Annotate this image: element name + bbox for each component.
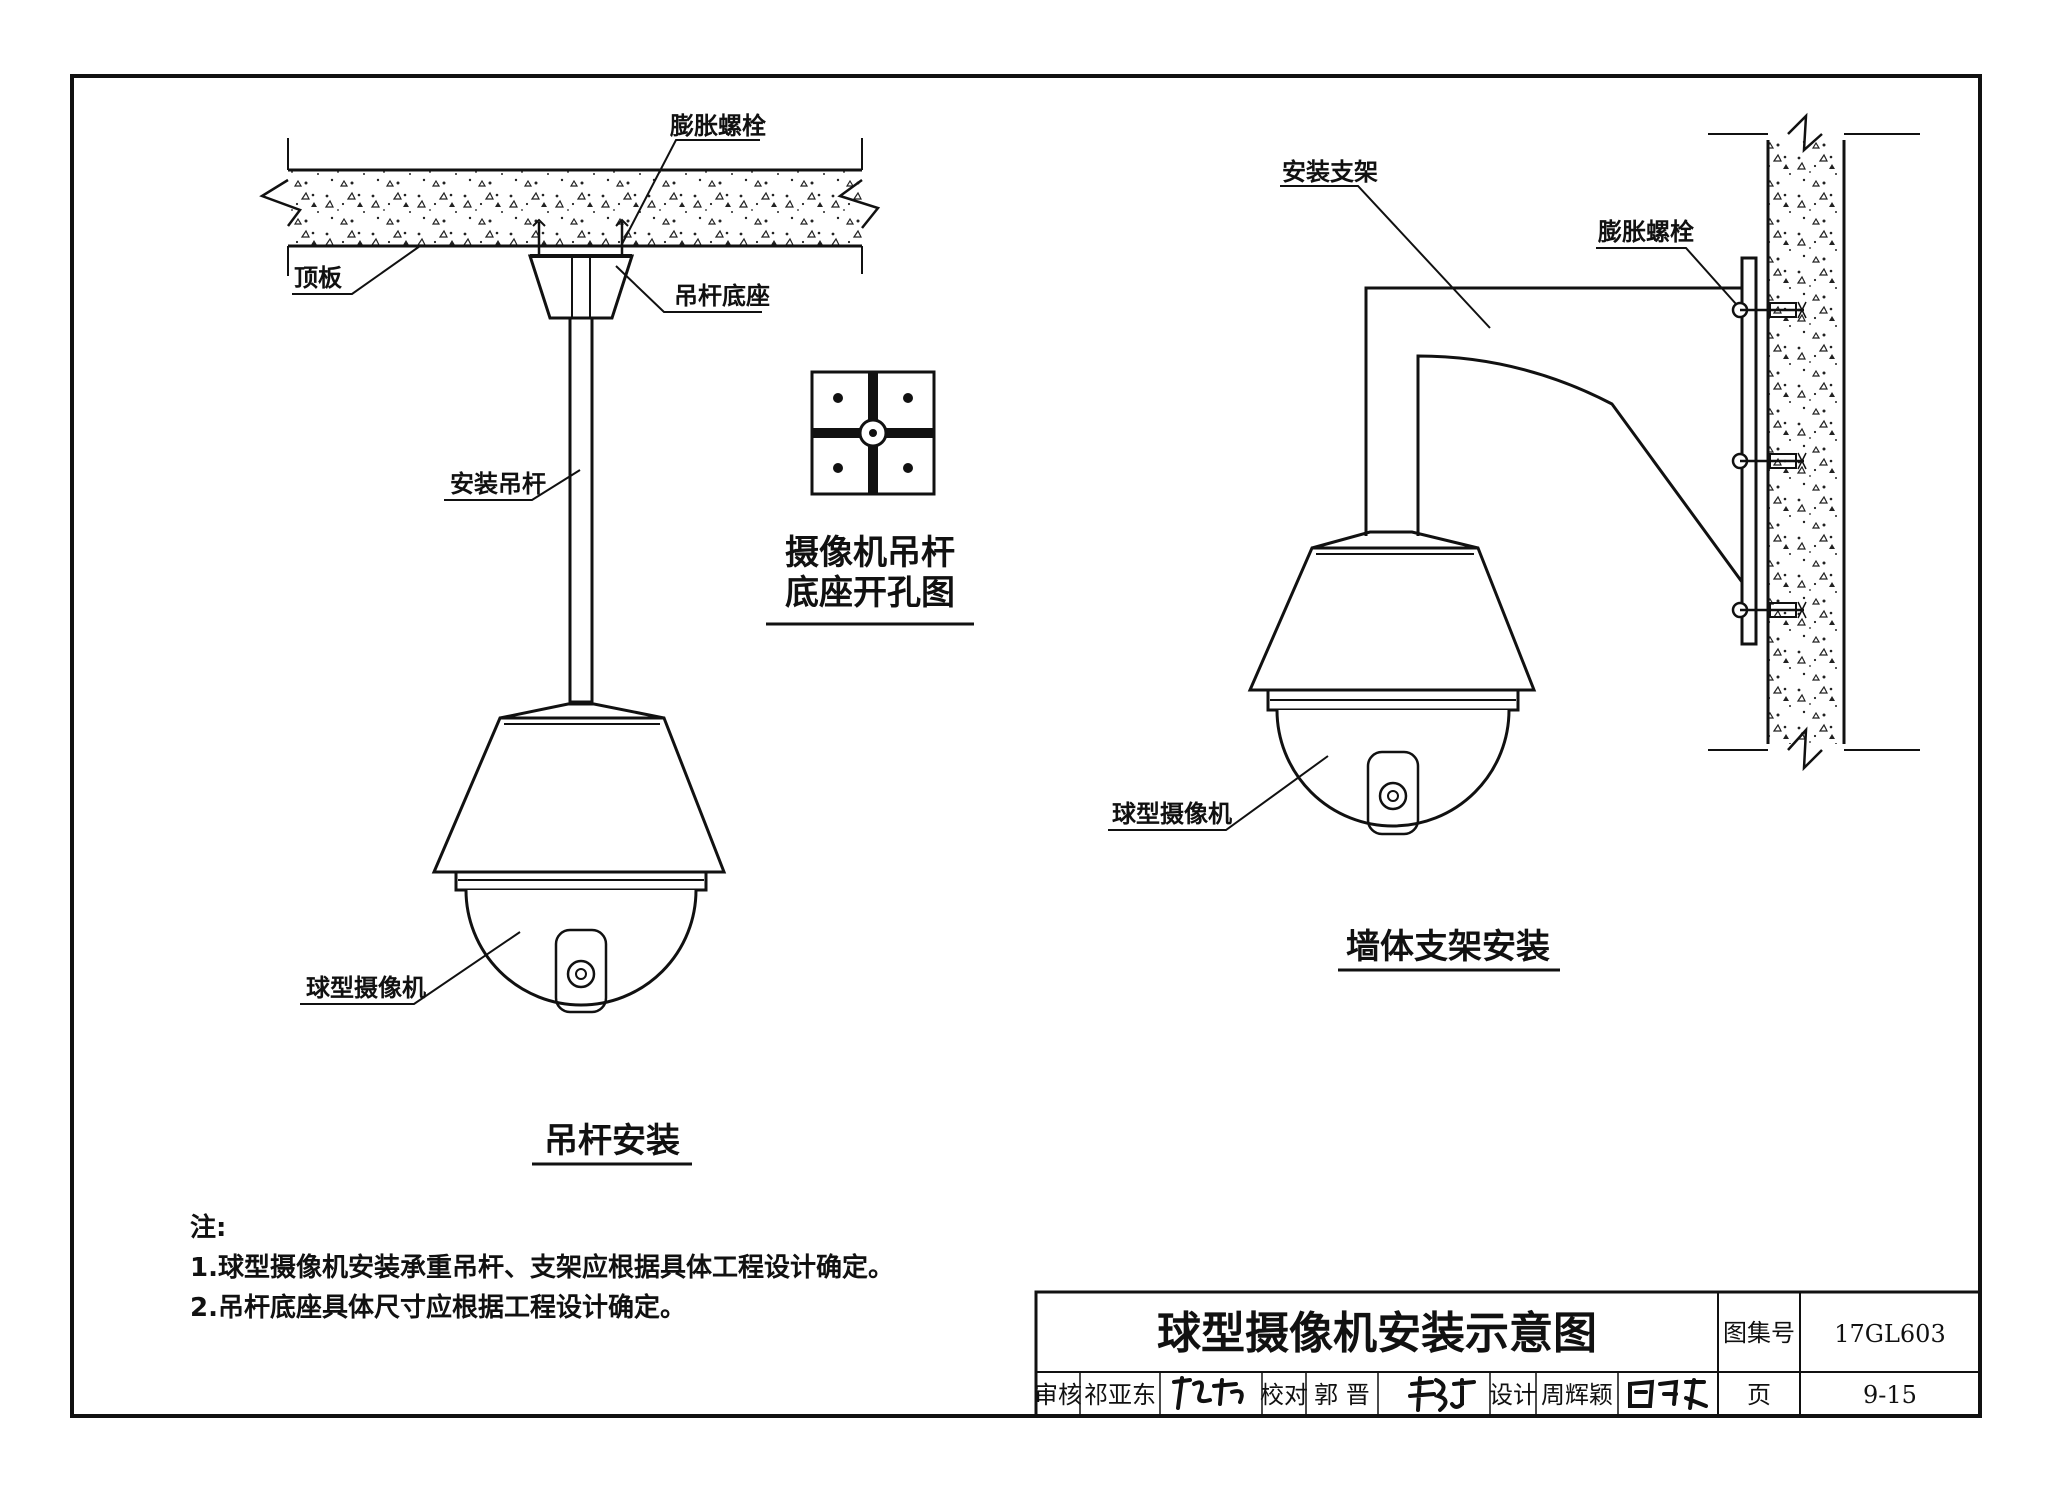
label-dome-camera-left: 球型摄像机	[306, 974, 426, 1002]
leader-mount-bracket	[1280, 185, 1491, 329]
wall-bracket-arm	[1364, 286, 1744, 583]
design-label: 设计	[1489, 1381, 1537, 1409]
base-hole-plan	[766, 370, 974, 626]
note-item-2: 2.吊杆底座具体尺寸应根据工程设计确定。	[190, 1292, 686, 1323]
drawing-title: 球型摄像机安装示意图	[1157, 1308, 1597, 1359]
leader-dome-camera-left	[300, 931, 521, 1005]
leader-ceiling-slab	[292, 245, 421, 295]
break-symbol-bottom	[1787, 726, 1823, 772]
wall-bolt-1	[1731, 301, 1807, 319]
break-symbol-top	[1787, 112, 1823, 153]
caption-wall-install: 墙体支架安装	[1346, 927, 1550, 967]
atlas-number: 17GL603	[1834, 1320, 1945, 1348]
mount-rod	[568, 316, 594, 704]
label-dome-camera-right: 球型摄像机	[1112, 800, 1232, 828]
label-mount-bracket: 安装支架	[1282, 158, 1378, 186]
rod-install-drawing	[259, 138, 881, 1014]
review-label: 审核	[1034, 1381, 1082, 1409]
note-item-1: 1.球型摄像机安装承重吊杆、支架应根据具体工程设计确定。	[190, 1252, 894, 1283]
leader-mount-rod	[444, 469, 581, 501]
notes-heading: 注:	[190, 1212, 226, 1243]
camera-lens-right	[1378, 781, 1408, 811]
wall-bolt-2	[1731, 452, 1807, 470]
page-number: 9-15	[1863, 1381, 1917, 1409]
wall-section	[1768, 140, 1844, 744]
camera-housing-left	[431, 716, 727, 874]
sheet-border	[70, 74, 1982, 1418]
leader-rod-base	[615, 265, 762, 313]
camera-lens-housing-left	[554, 928, 608, 1014]
signature-checker	[1408, 1376, 1476, 1412]
base-bolt-hole-2	[903, 393, 913, 403]
label-ceiling-slab: 顶板	[294, 264, 343, 292]
signature-reviewer	[1172, 1376, 1244, 1410]
wall-bolt-3	[1731, 601, 1807, 619]
leader-expansion-bolt	[621, 139, 760, 245]
reviewer-name: 祁亚东	[1084, 1381, 1156, 1409]
label-expansion-bolt-right: 膨胀螺栓	[1597, 218, 1694, 246]
camera-dome-right	[1275, 709, 1511, 828]
break-symbol-right	[837, 178, 881, 229]
title-block	[1034, 1290, 1982, 1418]
caption-rod-install: 吊杆安装	[544, 1121, 680, 1161]
label-rod-base: 吊杆底座	[674, 282, 770, 310]
wall-bracket-drawing	[1108, 112, 1920, 972]
wall-mount-plate	[1740, 256, 1758, 646]
atlas-label: 图集号	[1723, 1319, 1795, 1347]
camera-lens-housing-right	[1366, 750, 1420, 836]
camera-lens-left	[566, 959, 596, 989]
base-bolt-hole-1	[833, 393, 843, 403]
break-symbol-left	[259, 178, 303, 227]
base-bolt-hole-3	[833, 463, 843, 473]
label-expansion-bolt-left: 膨胀螺栓	[669, 112, 766, 140]
camera-dome-left	[464, 889, 698, 1007]
camera-housing-right	[1247, 546, 1537, 692]
leader-expansion-bolt-right	[1596, 247, 1737, 305]
caption-base-hole-line2: 底座开孔图	[785, 573, 955, 613]
camera-housing-cap-left	[499, 702, 665, 720]
page-label: 页	[1747, 1381, 1771, 1409]
checker-name: 郭 晋	[1314, 1381, 1370, 1409]
designer-name: 周辉颖	[1541, 1381, 1613, 1409]
caption-base-hole-line1: 摄像机吊杆	[785, 533, 955, 573]
ceiling-slab	[288, 170, 862, 246]
check-label: 校对	[1260, 1381, 1308, 1409]
leader-dome-camera-right	[1108, 755, 1329, 831]
base-bolt-hole-4	[903, 463, 913, 473]
signature-designer	[1628, 1378, 1708, 1410]
camera-housing-cap-right	[1311, 530, 1479, 550]
label-mount-rod: 安装吊杆	[450, 470, 546, 498]
